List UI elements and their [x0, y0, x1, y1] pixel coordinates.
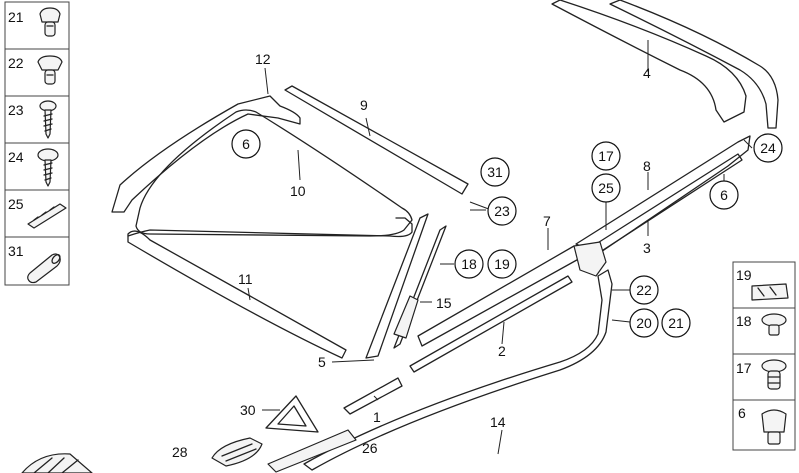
svg-text:6: 6: [242, 136, 250, 152]
roof-rail[interactable]: [551, 0, 779, 129]
circled-number-6b[interactable]: 6: [709, 180, 739, 210]
edge-part[interactable]: [21, 453, 93, 473]
rivet-icon: [761, 359, 787, 390]
lower-strip[interactable]: [127, 230, 347, 359]
part-number-4[interactable]: 4: [643, 65, 651, 81]
legend-cell-24[interactable]: [4, 142, 70, 191]
legend-number-31: 31: [8, 243, 24, 259]
part-number-3[interactable]: 3: [643, 240, 651, 256]
windscreen-seal[interactable]: [111, 95, 413, 238]
legend-cell-21[interactable]: [4, 1, 70, 50]
legend-number-6: 6: [738, 405, 746, 421]
part-number-28[interactable]: 28: [172, 444, 188, 460]
part-number-10[interactable]: 10: [290, 183, 306, 199]
legend-cell-23[interactable]: [4, 95, 70, 144]
warning-triangle-decal[interactable]: [265, 395, 319, 433]
legend-number-17: 17: [736, 360, 752, 376]
legend-number-19: 19: [736, 267, 752, 283]
circled-number-24[interactable]: 24: [753, 133, 783, 163]
circled-number-17[interactable]: 17: [591, 141, 621, 171]
svg-text:20: 20: [636, 315, 652, 331]
clip-icon: [751, 283, 789, 301]
legend-number-25: 25: [8, 196, 24, 212]
leader-lines: [247, 40, 753, 455]
circled-number-22[interactable]: 22: [629, 275, 659, 305]
right-legend: 19 18 17 6: [732, 261, 796, 451]
part-number-1[interactable]: 1: [373, 409, 381, 425]
part-number-15[interactable]: 15: [436, 295, 452, 311]
rivet-icon: [761, 313, 787, 336]
bracket-part[interactable]: [267, 429, 357, 473]
svg-text:25: 25: [598, 180, 614, 196]
svg-text:6: 6: [720, 187, 728, 203]
legend-number-23: 23: [8, 102, 24, 118]
part-number-12[interactable]: 12: [255, 51, 271, 67]
door-seal[interactable]: [303, 269, 613, 471]
b-pillar-seal[interactable]: [573, 135, 751, 277]
circled-number-6[interactable]: 6: [231, 129, 261, 159]
circled-number-19[interactable]: 19: [487, 249, 517, 279]
svg-text:17: 17: [598, 148, 614, 164]
svg-text:22: 22: [636, 282, 652, 298]
part-number-30[interactable]: 30: [240, 402, 256, 418]
svg-text:23: 23: [494, 203, 510, 219]
roof-frame-strip[interactable]: [284, 85, 469, 195]
part-number-5[interactable]: 5: [318, 354, 326, 370]
part-number-11[interactable]: 11: [238, 271, 253, 287]
legend-number-18: 18: [736, 313, 752, 329]
legend-number-21: 21: [8, 9, 24, 25]
circled-number-23[interactable]: 23: [487, 196, 517, 226]
part-number-2[interactable]: 2: [498, 343, 506, 359]
svg-text:31: 31: [487, 164, 503, 180]
svg-text:24: 24: [760, 140, 776, 156]
part-number-9[interactable]: 9: [360, 97, 368, 113]
clip-icon: [39, 7, 61, 37]
svg-text:19: 19: [494, 256, 510, 272]
grille-insert[interactable]: [211, 437, 263, 467]
circled-number-31[interactable]: 31: [480, 157, 510, 187]
circled-number-21[interactable]: 21: [661, 308, 691, 338]
strip-icon: [27, 203, 67, 229]
circled-number-18[interactable]: 18: [454, 249, 484, 279]
part-numbers: 12 9 10 11 5 15 2 7 8 3 4 1 30 28 26 14: [172, 51, 651, 460]
clip-icon: [37, 55, 63, 85]
screw-icon: [39, 100, 57, 139]
circled-number-25[interactable]: 25: [591, 173, 621, 203]
legend-number-24: 24: [8, 149, 24, 165]
left-legend: 21 22 23 24 25 31: [4, 1, 70, 286]
legend-cell-22[interactable]: [4, 48, 70, 97]
windscreen[interactable]: [135, 109, 413, 237]
sleeve-icon: [27, 253, 61, 284]
part-number-8[interactable]: 8: [643, 158, 651, 174]
screw-icon: [37, 148, 59, 187]
svg-text:18: 18: [461, 256, 477, 272]
circled-part-numbers: 6 31 23 18 19 17 25 6: [231, 129, 783, 338]
legend-number-22: 22: [8, 55, 24, 71]
sill-clip-1[interactable]: [343, 377, 403, 415]
part-number-7[interactable]: 7: [543, 213, 551, 229]
clip-icon: [761, 409, 787, 445]
part-number-14[interactable]: 14: [490, 414, 506, 430]
circled-number-20[interactable]: 20: [629, 308, 659, 338]
quarter-trim-piece[interactable]: [393, 295, 419, 339]
part-number-26[interactable]: 26: [362, 440, 378, 456]
svg-text:21: 21: [668, 315, 684, 331]
